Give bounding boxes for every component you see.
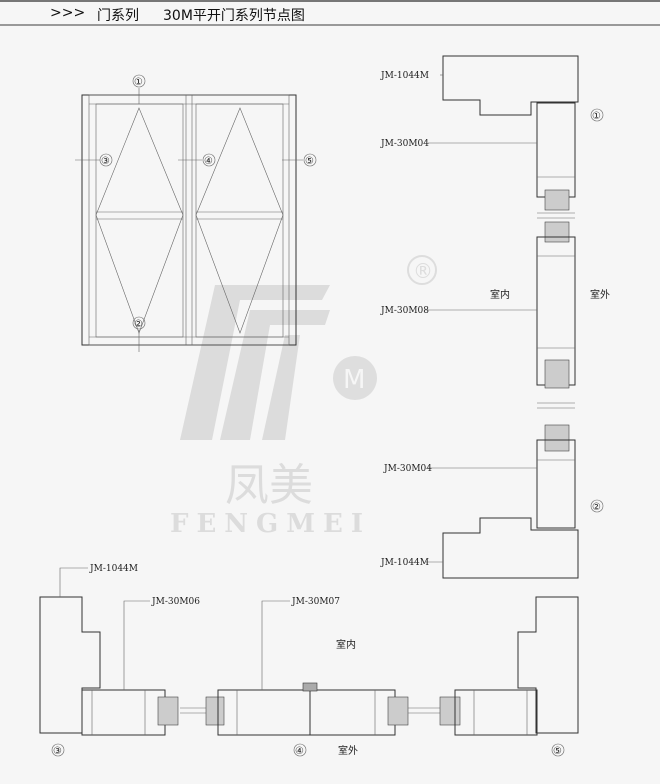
label-jm-30m04-top: JM-30M04 [380,139,429,149]
label-jm-30m08: JM-30M08 [380,306,429,316]
vertical-section: ① ② [425,55,604,579]
marker-1-section: ① [592,111,601,122]
elevation-markers: ① ② ③ ④ ⑤ [99,74,317,330]
marker-1: ① [134,77,143,88]
label-interior-v: 室内 [490,288,510,301]
horizontal-section: ③ ④ ⑤ [39,567,579,757]
marker-5: ⑤ [305,156,314,167]
watermark-registered: ® [413,259,433,283]
watermark-m-icon: M [343,365,365,395]
watermark-logo: M ® 凤美 FENGMEI [170,255,437,539]
label-exterior-v: 室外 [590,288,610,301]
label-jm-30m07: JM-30M07 [291,597,340,607]
door-elevation [75,88,303,352]
marker-4-section: ④ [295,746,304,757]
label-jm-30m06: JM-30M06 [151,597,200,607]
label-jm-1044m-bottom: JM-1044M [380,558,429,568]
label-interior-h: 室内 [336,638,356,651]
header-category: 门系列 [97,8,139,24]
label-jm-1044m-top: JM-1044M [380,71,429,81]
marker-2-section: ② [592,502,601,513]
watermark-brand-cn: 凤美 [225,460,313,511]
header-prefix: >>> [50,5,86,21]
label-jm-30m04-bottom: JM-30M04 [383,464,432,474]
marker-5-section: ⑤ [553,746,562,757]
marker-3: ③ [101,156,110,167]
marker-4: ④ [204,156,213,167]
header-bar: >>> 门系列 30M平开门系列节点图 [0,0,660,26]
label-exterior-h: 室外 [338,744,358,757]
header-title: 30M平开门系列节点图 [163,8,305,24]
marker-3-section: ③ [53,746,62,757]
watermark-brand-en: FENGMEI [170,509,371,539]
label-jm-1044m-h: JM-1044M [89,564,138,574]
marker-2: ② [134,319,143,330]
